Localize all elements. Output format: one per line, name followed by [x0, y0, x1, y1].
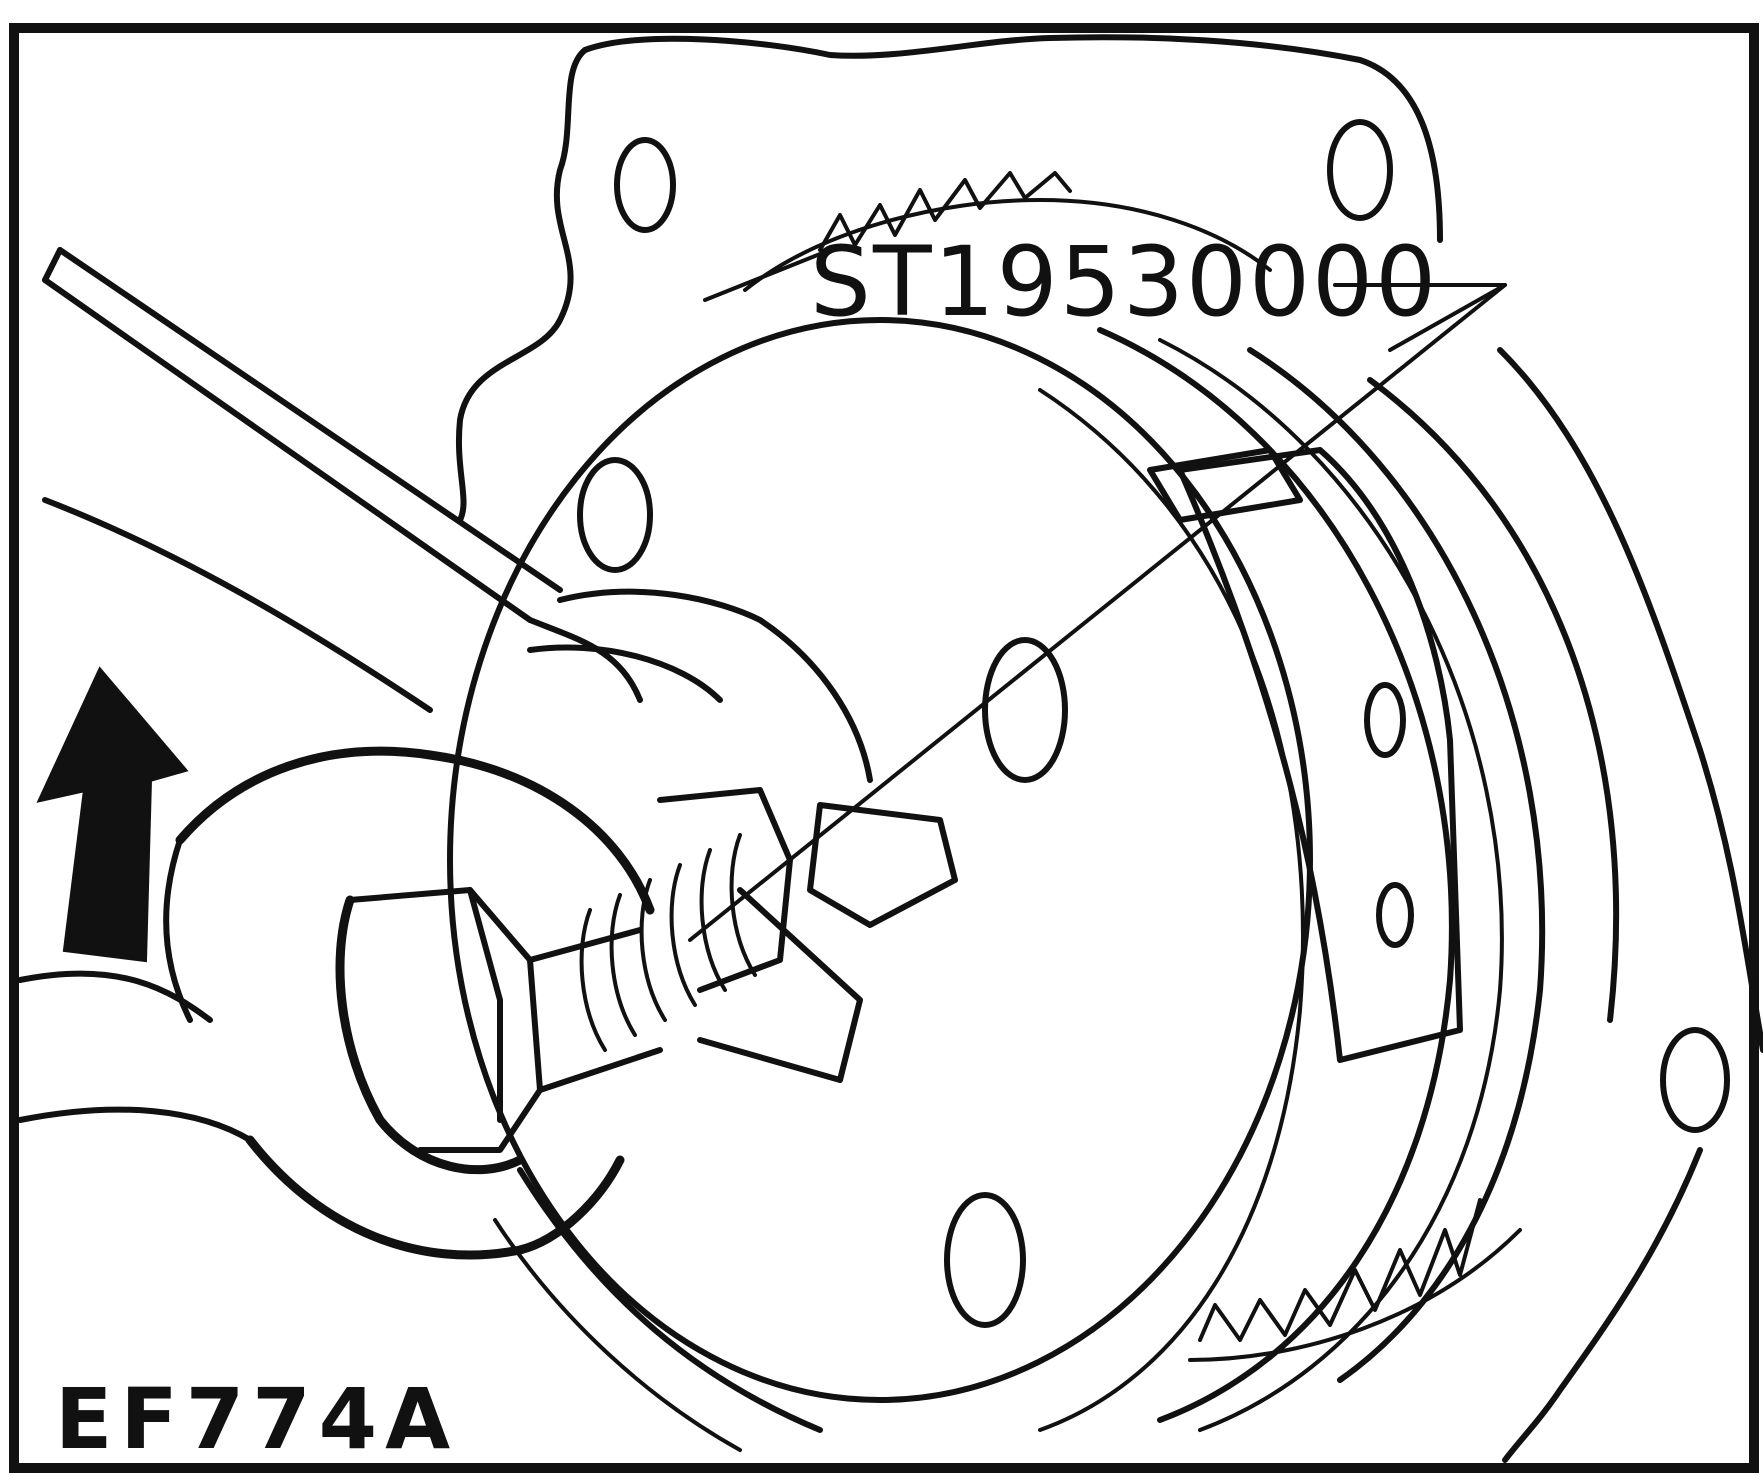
bolt-hole-icon — [1376, 882, 1414, 948]
ring-gear-teeth-top — [743, 171, 1272, 292]
leader-line — [688, 248, 1507, 942]
bolt-hole-icon — [1364, 682, 1406, 758]
wrench-upper — [42, 247, 643, 703]
bolt-hole-icon — [577, 457, 653, 573]
ring-gear-teeth-bottom — [1188, 1198, 1522, 1362]
bolt-hole-icon — [944, 1192, 1026, 1328]
case-face-holes — [577, 457, 1068, 1328]
backing-plate — [455, 34, 1763, 1463]
flange-hole-icon — [1660, 1027, 1730, 1133]
special-tool — [527, 588, 958, 928]
figure-code-label: EF774A — [55, 1370, 458, 1468]
bolt-assembly — [335, 787, 863, 1175]
case-window — [1147, 447, 1463, 1063]
flange-hole-icon — [1327, 119, 1393, 221]
differential-case — [447, 317, 1620, 1452]
flange-hole-icon — [614, 137, 676, 233]
bolt-hole-icon — [982, 637, 1068, 783]
wrench-lower — [17, 497, 655, 1260]
up-arrow-icon — [36, 666, 189, 963]
figure-frame — [9, 23, 1759, 1473]
part-number-label: ST19530000 — [810, 226, 1438, 338]
